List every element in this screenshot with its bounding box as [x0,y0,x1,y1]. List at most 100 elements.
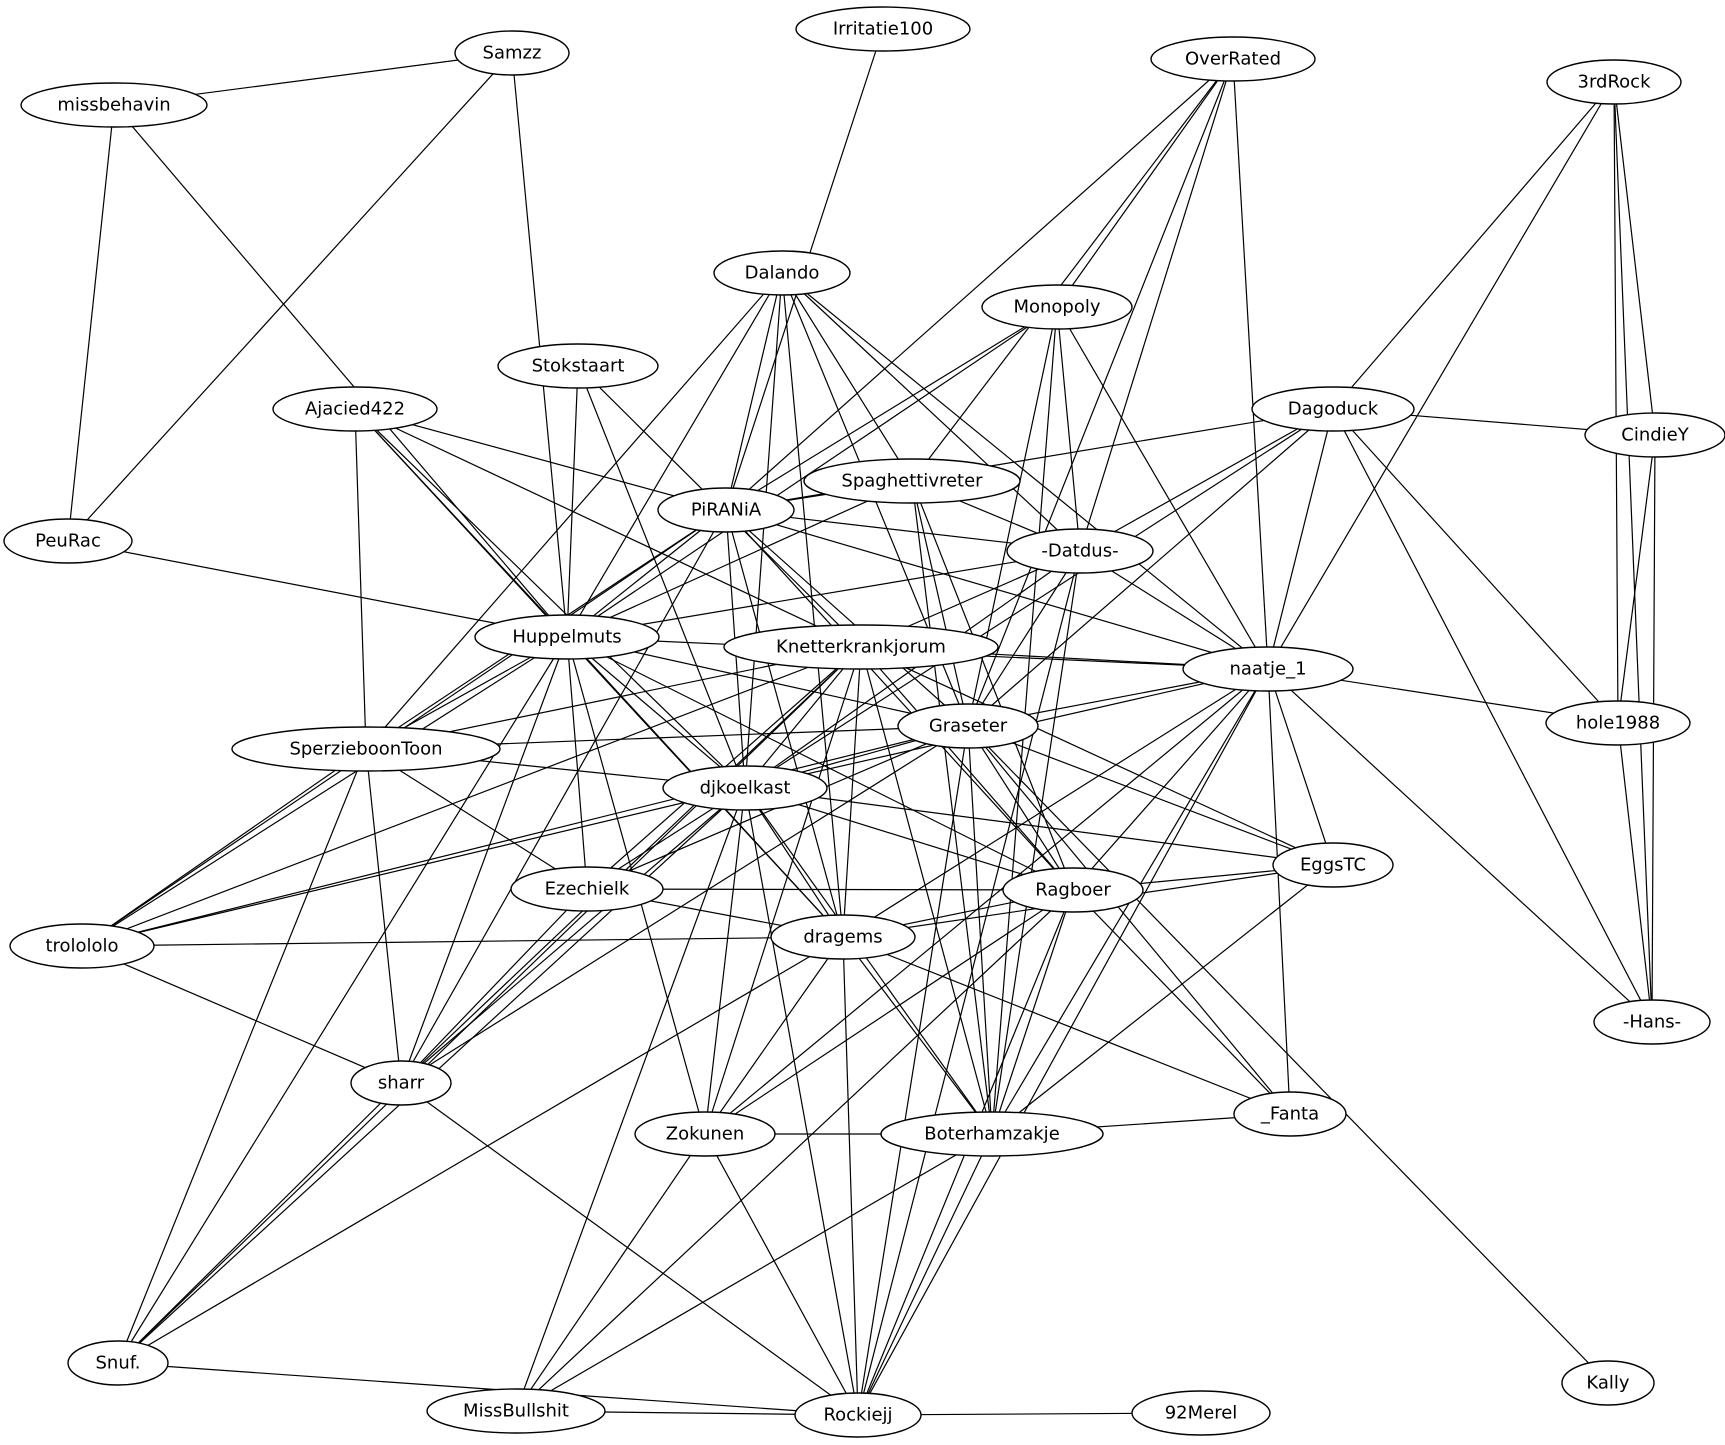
node-piranha[interactable]: PiRANiA [657,487,795,533]
node-label: PeuRac [35,531,101,552]
edge-djkoelkast-trolololo [81,787,746,947]
edge-huppelmuts-ragboer [566,636,1074,891]
node-sharr[interactable]: sharr [350,1060,452,1106]
edge-dalando-djkoelkast [744,272,783,789]
node-hole1988[interactable]: hole1988 [1545,700,1691,746]
edge-djkoelkast-boterham [744,787,993,1135]
edge-dragems-fanta [842,936,1291,1115]
edge-graseter-trolololo [81,725,969,947]
node-hans[interactable]: -Hans- [1593,999,1711,1045]
node-knetter[interactable]: Knetterkrankjorum [723,624,999,670]
node-ellipse [1561,1360,1655,1406]
edge-djkoelkast-eggstc [744,787,1334,866]
edge-graseter-ragboer [967,725,1074,891]
edge-zokunen-missbullshit [515,1133,706,1412]
node-ellipse [510,866,664,912]
node-label: -Datdus- [1041,541,1118,562]
edge-knetter-sharr [400,646,862,1084]
edge-graseter-fanta [967,725,1291,1115]
edge-piranha-sharr [400,509,727,1084]
node-cindiey[interactable]: CindieY [1584,412,1725,458]
node-ellipse [634,1111,776,1157]
edge-sperzie-trolololo [81,748,367,947]
node-missbullshit[interactable]: MissBullshit [426,1388,606,1434]
edge-spaghettivreter-graseter [911,480,969,727]
node-snuf[interactable]: Snuf. [67,1340,169,1386]
node-label: Ajacied422 [305,399,405,420]
node-rockiejj[interactable]: Rockiejj [794,1392,922,1438]
edge-datdus-graseter [967,550,1081,727]
node-eggstc[interactable]: EggsTC [1272,842,1394,888]
node-naatje[interactable]: naatje_1 [1182,646,1354,692]
node-huppelmuts[interactable]: Huppelmuts [474,614,660,660]
node-label: MissBullshit [463,1401,569,1422]
edge-monopoly-naatje [1056,306,1269,670]
node-kally[interactable]: Kally [1561,1360,1655,1406]
node-datdus[interactable]: -Datdus- [1006,528,1154,574]
edge-huppelmuts-snuf [117,636,568,1364]
edge-ezechielk-sharr [400,888,588,1084]
edge-naatje-ragboer [1072,668,1269,891]
node-ellipse [897,703,1039,749]
node-ellipse [1002,867,1144,913]
node-label: sharr [378,1073,425,1094]
edge-dragems-zokunen [704,936,844,1135]
edge-naatje-fanta [1267,668,1291,1115]
node-label: Irritatie100 [833,19,933,40]
node-sperzie[interactable]: SperzieboonToon [231,726,501,772]
node-stokstaart[interactable]: Stokstaart [497,343,659,389]
node-label: trolololo [45,936,118,957]
edge-zokunen-rockiejj [704,1133,859,1416]
node-label: hole1988 [1576,713,1660,734]
edge-dalando-datdus [781,272,1081,552]
edge-datdus-boterham [991,550,1081,1135]
node-label: dragems [803,927,882,948]
node-ragboer[interactable]: Ragboer [1002,867,1144,913]
edge-monopoly-datdus [1056,306,1081,552]
node-missbehavin[interactable]: missbehavin [20,82,208,128]
node-label: Dagoduck [1288,399,1379,420]
edge-naatje-zokunen [704,668,1269,1135]
node-ellipse [1182,646,1354,692]
node-djkoelkast[interactable]: djkoelkast [662,765,828,811]
node-overrated[interactable]: OverRated [1150,36,1316,82]
node-ellipse [1006,528,1154,574]
node-boterham[interactable]: Boterhamzakje [880,1111,1104,1157]
node-peurac[interactable]: PeuRac [3,518,133,564]
edge-ajacied422-sperzie [354,408,367,750]
node-dragems[interactable]: dragems [770,914,916,960]
edge-ajacied422-djkoelkast [354,408,746,789]
edge-piranha-naatje [725,509,1269,670]
node-ellipse [3,518,133,564]
node-irritatie100[interactable]: Irritatie100 [795,6,971,52]
edge-graseter-eggstc [967,725,1334,866]
node-spaghettivreter[interactable]: Spaghettivreter [803,458,1021,504]
node-label: OverRated [1185,49,1281,70]
node-ajacied422[interactable]: Ajacied422 [272,386,438,432]
edge-knetter-dragems [842,646,862,938]
node-3rdrock[interactable]: 3rdRock [1546,59,1682,105]
node-trolololo[interactable]: trolololo [9,923,155,969]
edge-ajacied422-knetter [354,408,862,648]
node-fanta[interactable]: _Fanta [1233,1091,1347,1137]
node-label: EggsTC [1300,855,1366,876]
edge-snuf-rockiejj [117,1362,859,1416]
node-dalando[interactable]: Dalando [713,250,851,296]
node-monopoly[interactable]: Monopoly [981,284,1133,330]
node-ellipse [1584,412,1725,458]
node-label: Spaghettivreter [841,471,983,492]
node-dagoduck[interactable]: Dagoduck [1251,386,1415,432]
edge-3rdrock-dagoduck [1332,81,1615,410]
node-samzz[interactable]: Samzz [454,30,570,76]
node-92merel[interactable]: 92Merel [1131,1390,1271,1436]
node-ezechielk[interactable]: Ezechielk [510,866,664,912]
node-ellipse [880,1111,1104,1157]
edge-cindiey-hole1988 [1617,434,1656,724]
edge-graseter-boterham [967,725,993,1135]
node-ellipse [1131,1390,1271,1436]
node-graseter[interactable]: Graseter [897,703,1039,749]
edge-overrated-datdus [1079,58,1234,552]
node-ellipse [1251,386,1415,432]
node-zokunen[interactable]: Zokunen [634,1111,776,1157]
